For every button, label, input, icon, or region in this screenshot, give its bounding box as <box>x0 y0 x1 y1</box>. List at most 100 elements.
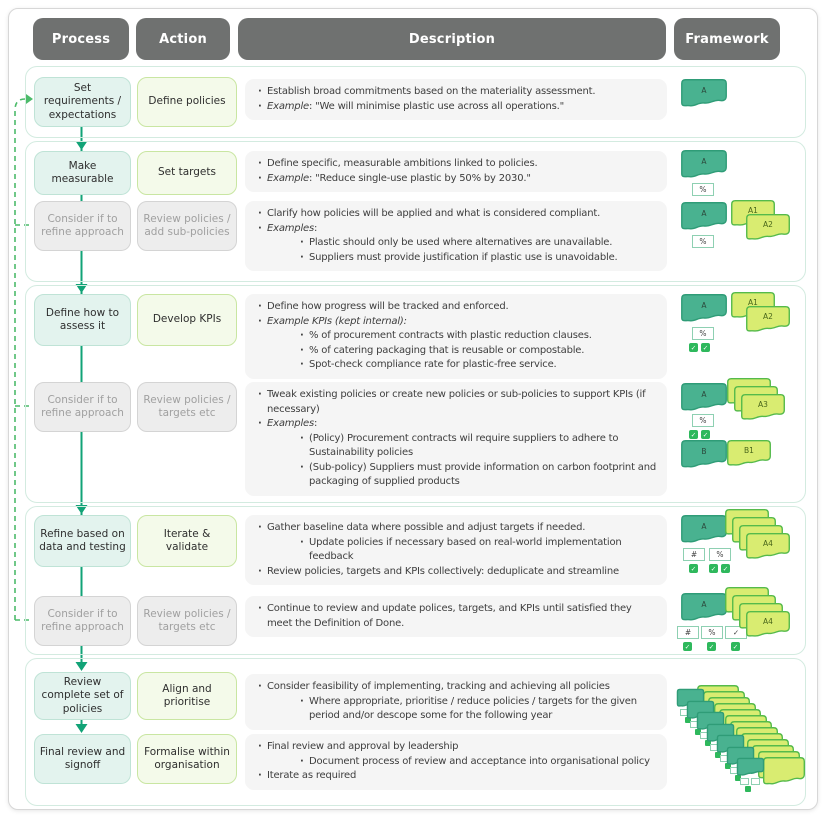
teal-policy-flag-icon <box>737 758 764 777</box>
mini-check-icon <box>705 740 711 746</box>
bullet-item: Update policies if necessary based on re… <box>297 536 657 565</box>
flag-label: A4 <box>763 539 773 549</box>
bullet-item: Spot-check compliance rate for plastic-f… <box>297 358 657 373</box>
yellow-policy-flag-icon: A4 <box>746 533 790 561</box>
action-label: Set targets <box>158 166 216 179</box>
teal-policy-flag-icon: A <box>681 202 727 232</box>
action-label: Formalise within organisation <box>144 745 230 771</box>
action-box-iterate-validate: Iterate & validate <box>137 515 237 567</box>
bullet-item: Gather baseline data where possible and … <box>255 521 657 536</box>
action-label: Review policies / targets etc <box>143 393 231 419</box>
bullet-item: Plastic should only be used where altern… <box>297 236 657 251</box>
stage-panel-3: Define how to assess it Develop KPIs Def… <box>25 285 806 503</box>
bullet-item: Define specific, measurable ambitions li… <box>255 157 657 172</box>
process-box-define-how-to-assess: Define how to assess it <box>34 294 131 346</box>
process-label: Define how to assess it <box>45 306 120 332</box>
flag-label: A <box>701 300 707 310</box>
action-label: Review policies / add sub-policies <box>143 212 231 238</box>
mini-check-icon <box>745 786 751 792</box>
action-box-set-targets: Set targets <box>137 151 237 195</box>
mini-kpi-badge <box>751 778 760 785</box>
process-box-set-requirements: Set requirements / expectations <box>34 77 131 127</box>
kpi-type-badge: # <box>683 548 705 561</box>
bullet-item: Iterate as required <box>255 769 657 784</box>
action-box-define-policies: Define policies <box>137 77 237 127</box>
process-box-make-measurable: Make measurable <box>34 151 131 195</box>
bullet-item: Tweak existing policies or create new po… <box>255 388 657 417</box>
bullet-item: Example KPIs (kept internal): <box>255 315 657 330</box>
yellow-policy-flag-icon: A4 <box>746 611 790 639</box>
teal-policy-flag-icon: A <box>681 593 727 623</box>
check-icon: ✓ <box>701 343 710 352</box>
action-box-review-targets-2: Review policies / targets etc <box>137 596 237 646</box>
process-box-consider-refine-1: Consider if to refine approach <box>34 201 131 251</box>
refine-feedback-dashed-line <box>14 98 32 621</box>
bullet-item: Example: "We will minimise plastic use a… <box>255 100 657 115</box>
flag-label: A <box>701 389 707 399</box>
process-box-consider-refine-2: Consider if to refine approach <box>34 382 131 432</box>
bullet-item: Review policies, targets and KPIs collec… <box>255 565 657 580</box>
description-tweak-policies: Tweak existing policies or create new po… <box>245 382 667 496</box>
bullet-item: Examples: <box>255 417 657 432</box>
kpi-type-badge: % <box>709 548 731 561</box>
bullet-item: Document process of review and acceptanc… <box>297 755 657 770</box>
flag-label: A3 <box>758 400 768 410</box>
action-box-align-prioritise: Align and prioritise <box>137 672 237 720</box>
process-label: Consider if to refine approach <box>41 393 124 419</box>
bullet-item: Establish broad commitments based on the… <box>255 85 657 100</box>
bullet-item: (Policy) Procurement contracts wil requi… <box>297 432 657 461</box>
kpi-type-badge: % <box>701 626 723 639</box>
process-box-final-review-signoff: Final review and signoff <box>34 734 131 784</box>
description-develop-kpis: Define how progress will be tracked and … <box>245 294 667 379</box>
bullet-item: Where appropriate, prioritise / reduce p… <box>297 695 657 724</box>
bullet-item: Continue to review and update polices, t… <box>255 602 657 631</box>
bullet-item: Consider feasibility of implementing, tr… <box>255 680 657 695</box>
description-iterate-validate: Gather baseline data where possible and … <box>245 515 667 585</box>
flag-label: A2 <box>763 220 773 230</box>
header-framework: Framework <box>674 18 780 60</box>
mini-check-icon <box>695 728 701 735</box>
action-box-develop-kpis: Develop KPIs <box>137 294 237 346</box>
process-label: Consider if to refine approach <box>41 607 124 633</box>
kpi-type-badge: % <box>692 235 714 248</box>
process-label: Make measurable <box>51 159 114 185</box>
teal-policy-flag-icon: A <box>681 150 727 180</box>
process-label: Set requirements / expectations <box>43 82 122 121</box>
check-icon: ✓ <box>707 642 716 651</box>
check-icon: ✓ <box>721 564 730 573</box>
bullet-item: Suppliers must provide justification if … <box>297 251 657 266</box>
process-label: Consider if to refine approach <box>41 212 124 238</box>
yellow-policy-flag-icon: A2 <box>746 214 790 242</box>
teal-policy-flag-icon: A <box>681 79 727 109</box>
mini-check-icon <box>735 774 741 781</box>
flag-label: A <box>701 208 707 218</box>
description-align-prioritise: Consider feasibility of implementing, tr… <box>245 674 667 730</box>
action-label: Iterate & validate <box>163 527 211 553</box>
process-label: Final review and signoff <box>39 745 126 771</box>
kpi-type-badge: # <box>677 626 699 639</box>
process-box-review-complete-set: Review complete set of policies <box>34 672 131 720</box>
description-set-targets: Define specific, measurable ambitions li… <box>245 151 667 192</box>
kpi-type-badge: % <box>692 414 714 427</box>
check-icon: ✓ <box>689 430 698 439</box>
bullet-item: Clarify how policies will be applied and… <box>255 207 657 222</box>
flag-label: A2 <box>763 312 773 322</box>
flag-label: A <box>701 85 707 95</box>
teal-policy-flag-icon: B <box>681 440 727 470</box>
arrowhead-right-icon <box>26 94 33 104</box>
mini-check-icon <box>725 763 731 769</box>
action-label: Align and prioritise <box>162 682 212 708</box>
flag-label: A <box>701 599 707 609</box>
arrowhead-down-icon <box>75 141 88 733</box>
action-label: Develop KPIs <box>152 313 222 326</box>
stage-panel-5: Review complete set of policies Align an… <box>25 658 806 806</box>
flag-label: A4 <box>763 617 773 627</box>
header-framework-label: Framework <box>685 31 769 47</box>
action-box-review-add-subpolicies: Review policies / add sub-policies <box>137 201 237 251</box>
bullet-item: % of procurement contracts with plastic … <box>297 329 657 344</box>
process-label: Review complete set of policies <box>41 676 124 715</box>
flag-label: A <box>701 521 707 531</box>
